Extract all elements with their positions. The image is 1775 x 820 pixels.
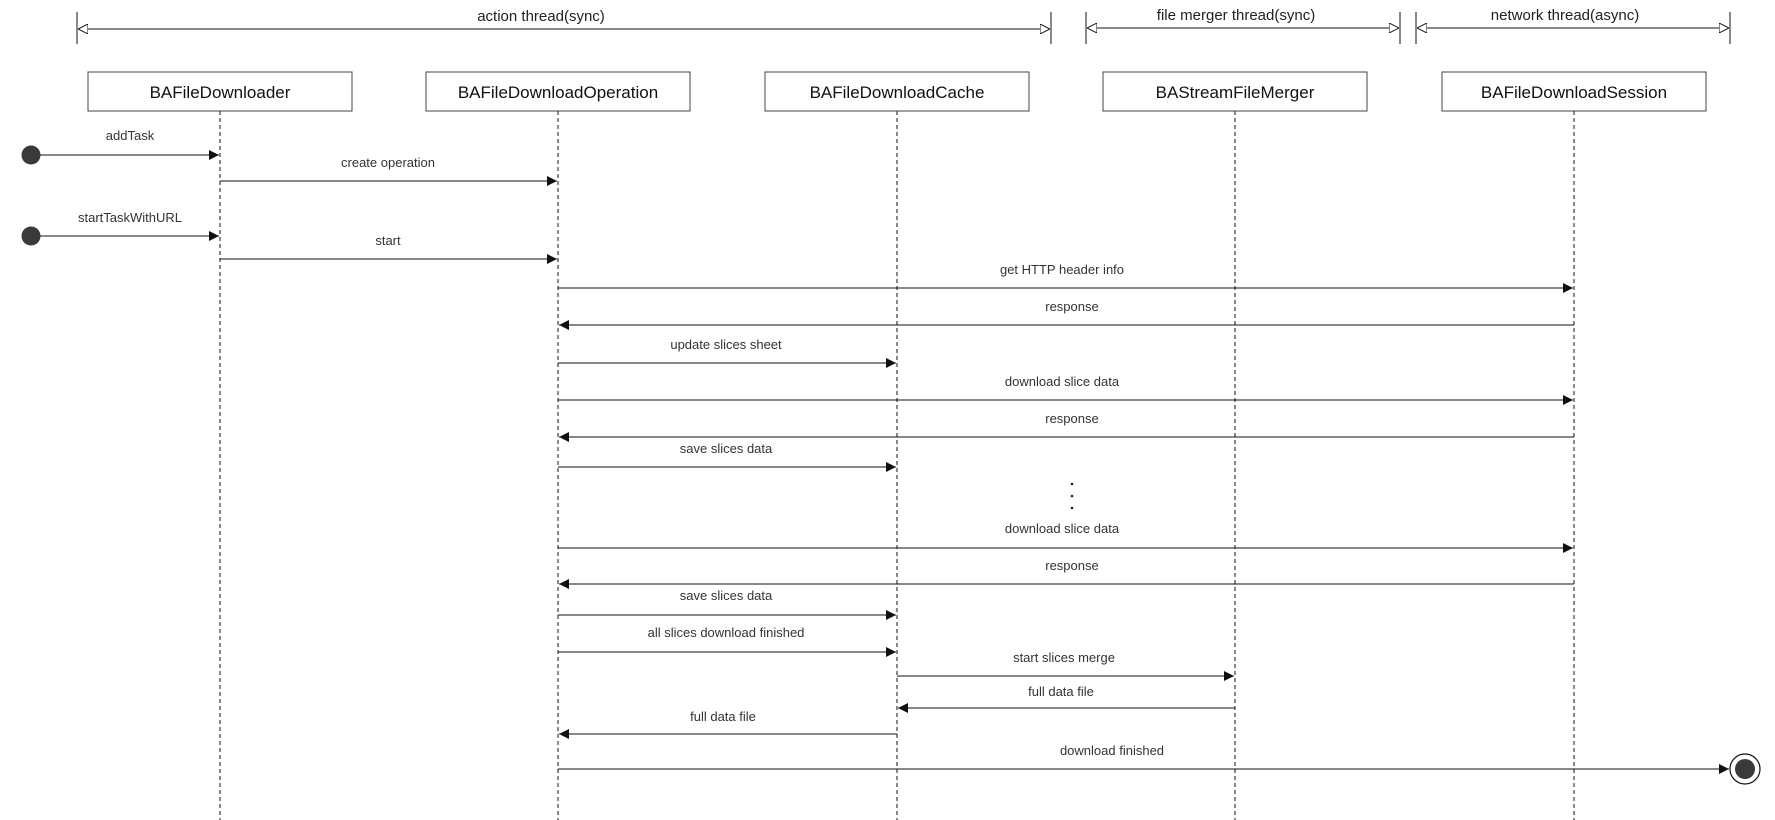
message-label: start slices merge: [1013, 650, 1115, 665]
initial-node: [21, 145, 41, 165]
message-label: download slice data: [1005, 374, 1120, 389]
participant-merger: BAStreamFileMerger: [1102, 71, 1368, 112]
message-label: addTask: [106, 128, 155, 143]
participant-label: BAFileDownloadSession: [1481, 83, 1667, 102]
message-label: download finished: [1060, 743, 1164, 758]
message-label: save slices data: [680, 441, 773, 456]
message-label: create operation: [341, 155, 435, 170]
participant-label: BAFileDownloader: [150, 83, 291, 102]
participant-label: BAStreamFileMerger: [1156, 83, 1315, 102]
thread-action: action thread(sync): [76, 8, 1052, 44]
message: startTaskWithURL: [40, 210, 219, 241]
initial-node: [21, 226, 41, 246]
message-label: response: [1045, 411, 1098, 426]
participant-cache: BAFileDownloadCache: [764, 71, 1030, 112]
thread-file-merger: file merger thread(sync): [1085, 7, 1401, 44]
thread-action-label: action thread(sync): [477, 8, 605, 25]
message: response: [559, 558, 1574, 589]
participant-label: BAFileDownloadCache: [810, 83, 985, 102]
message: all slices download finished: [558, 625, 896, 657]
message: start: [220, 233, 557, 264]
thread-network: network thread(async): [1415, 7, 1731, 44]
thread-network-label: network thread(async): [1491, 7, 1639, 24]
message-label: download slice data: [1005, 521, 1120, 536]
message: response: [559, 299, 1574, 330]
message-label: full data file: [1028, 684, 1094, 699]
message-label: start: [375, 233, 401, 248]
message: download finished: [558, 743, 1729, 774]
message: save slices data: [558, 441, 896, 472]
message-label: get HTTP header info: [1000, 262, 1124, 277]
participant-label: BAFileDownloadOperation: [458, 83, 658, 102]
message-label: save slices data: [680, 588, 773, 603]
message-label: startTaskWithURL: [78, 210, 182, 225]
message: download slice data: [558, 521, 1573, 553]
participant-downloader: BAFileDownloader: [87, 71, 353, 112]
final-node: [1729, 753, 1761, 785]
message: create operation: [220, 155, 557, 186]
participant-session: BAFileDownloadSession: [1441, 71, 1707, 112]
message-label: update slices sheet: [670, 337, 782, 352]
message: download slice data: [558, 374, 1573, 405]
message: full data file: [559, 709, 897, 739]
message-label: response: [1045, 558, 1098, 573]
message-label: response: [1045, 299, 1098, 314]
message-label: all slices download finished: [648, 625, 805, 640]
thread-file-merger-label: file merger thread(sync): [1157, 7, 1315, 24]
message: response: [559, 411, 1574, 442]
message: save slices data: [558, 588, 896, 620]
message: get HTTP header info: [558, 262, 1573, 293]
message: addTask: [40, 128, 219, 160]
participant-operation: BAFileDownloadOperation: [425, 71, 691, 112]
ellipsis-dots: [1070, 482, 1074, 510]
message: start slices merge: [897, 650, 1234, 681]
message: full data file: [898, 684, 1235, 713]
message-label: full data file: [690, 709, 756, 724]
message: update slices sheet: [558, 337, 896, 368]
